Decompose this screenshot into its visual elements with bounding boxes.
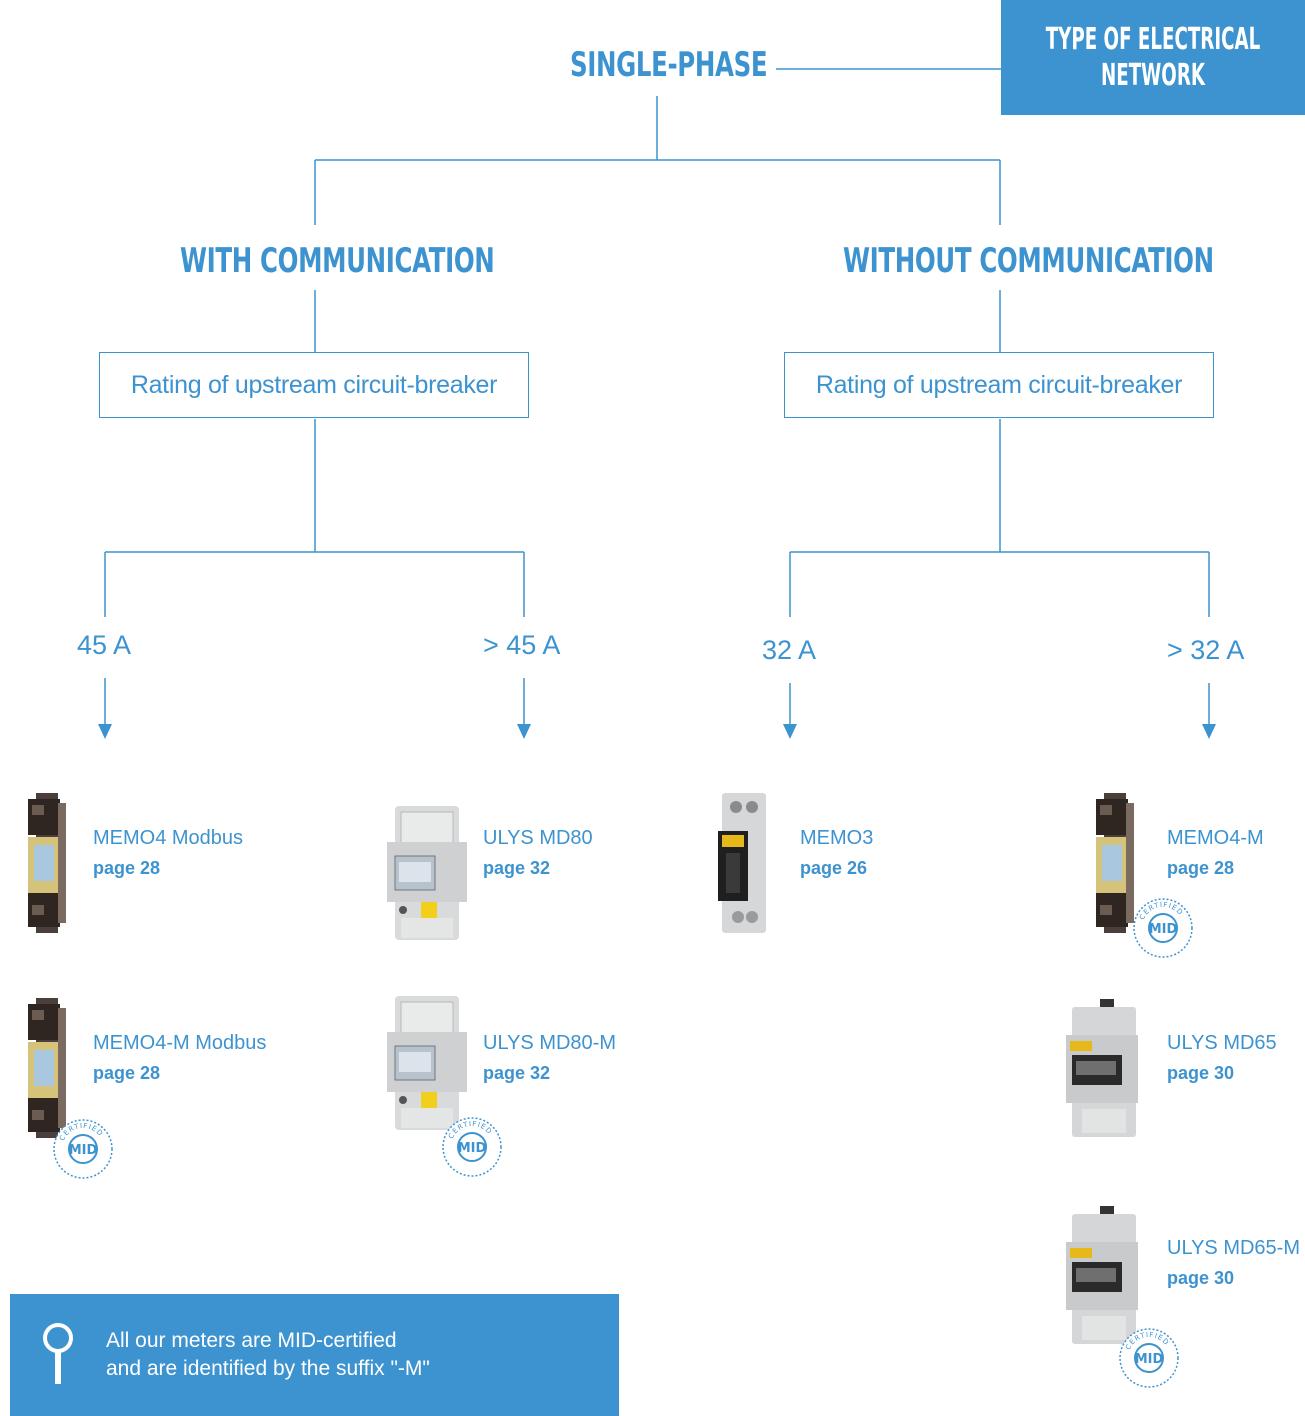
product-name: MEMO4-M — [1167, 827, 1264, 849]
product-name: ULYS MD65 — [1167, 1032, 1277, 1054]
amp-label-gt32: > 32 A — [1167, 635, 1245, 665]
mid-badge-text: MID — [1149, 922, 1178, 937]
mid-certified-badge: MID CERTIFIED — [53, 1119, 113, 1179]
arrow-head-45 — [98, 724, 112, 739]
product-name: ULYS MD65-M — [1167, 1237, 1300, 1259]
product-name: MEMO4-M Modbus — [93, 1032, 267, 1054]
product-page-link[interactable]: page 26 — [800, 858, 868, 878]
amp-label-gt45: > 45 A — [483, 630, 561, 660]
memo4-m-image — [1096, 793, 1134, 933]
with-rating-box: Rating of upstream circuit-breaker — [99, 352, 529, 418]
magnifier-icon — [43, 1323, 73, 1384]
product-name: ULYS MD80-M — [483, 1032, 616, 1054]
single-phase-node: SINGLE-PHASE — [570, 45, 768, 85]
memo4-m-modbus-image — [28, 998, 66, 1138]
header-line-2: NETWORK — [1100, 57, 1206, 93]
product-ulys-md80-m[interactable]: ULYS MD80-M page 32 — [483, 1032, 616, 1084]
product-page-link[interactable]: page 28 — [93, 858, 161, 878]
without-rating-box: Rating of upstream circuit-breaker — [784, 352, 1214, 418]
info-line-2: and are identified by the suffix "-M" — [106, 1357, 430, 1380]
product-ulys-md65-m[interactable]: ULYS MD65-M page 30 — [1167, 1237, 1300, 1289]
mid-certified-badge: MID CERTIFIED — [1119, 1328, 1179, 1388]
memo3-image — [718, 793, 766, 933]
amp-label-32: 32 A — [762, 635, 817, 665]
product-memo4-m[interactable]: MEMO4-M page 28 — [1167, 827, 1264, 879]
ulys-md65-m-image — [1066, 1206, 1138, 1344]
ulys-md65-image — [1066, 999, 1138, 1137]
ulys-md80-image — [387, 806, 467, 940]
mid-badge-text: MID — [458, 1141, 487, 1156]
product-ulys-md65[interactable]: ULYS MD65 page 30 — [1167, 1032, 1277, 1084]
mid-certified-badge: MID CERTIFIED — [1133, 898, 1193, 958]
product-memo4-m-modbus[interactable]: MEMO4-M Modbus page 28 — [93, 1032, 266, 1084]
product-page-link[interactable]: page 30 — [1167, 1063, 1235, 1083]
product-name: ULYS MD80 — [483, 827, 593, 849]
product-page-link[interactable]: page 32 — [483, 1063, 551, 1083]
arrow-head-32 — [783, 724, 797, 739]
without-communication-node: WITHOUT COMMUNICATION — [843, 241, 1214, 281]
memo4-modbus-image — [28, 793, 66, 933]
mid-badge-text: MID — [69, 1143, 98, 1158]
product-page-link[interactable]: page 28 — [1167, 858, 1235, 878]
mid-badge-text: MID — [1135, 1352, 1164, 1367]
ulys-md80-m-image — [387, 996, 467, 1130]
amp-label-45: 45 A — [77, 630, 132, 660]
mid-info-box: All our meters are MID-certified and are… — [10, 1294, 619, 1416]
product-page-link[interactable]: page 28 — [93, 1063, 161, 1083]
product-page-link[interactable]: page 32 — [483, 858, 551, 878]
header-line-1: TYPE OF ELECTRICAL — [1045, 21, 1261, 57]
network-type-header: TYPE OF ELECTRICAL NETWORK — [1001, 0, 1305, 115]
with-communication-node: WITH COMMUNICATION — [180, 241, 495, 281]
product-name: MEMO4 Modbus — [93, 827, 244, 849]
info-line-1: All our meters are MID-certified — [106, 1329, 397, 1352]
arrow-head-gt45 — [517, 724, 531, 739]
product-memo3[interactable]: MEMO3 page 26 — [800, 827, 873, 879]
product-page-link[interactable]: page 30 — [1167, 1268, 1235, 1288]
product-memo4-modbus[interactable]: MEMO4 Modbus page 28 — [93, 827, 243, 879]
mid-certified-badge: MID CERTIFIED — [442, 1117, 502, 1177]
product-ulys-md80[interactable]: ULYS MD80 page 32 — [483, 827, 593, 879]
product-name: MEMO3 — [800, 827, 874, 849]
arrow-head-gt32 — [1202, 724, 1216, 739]
